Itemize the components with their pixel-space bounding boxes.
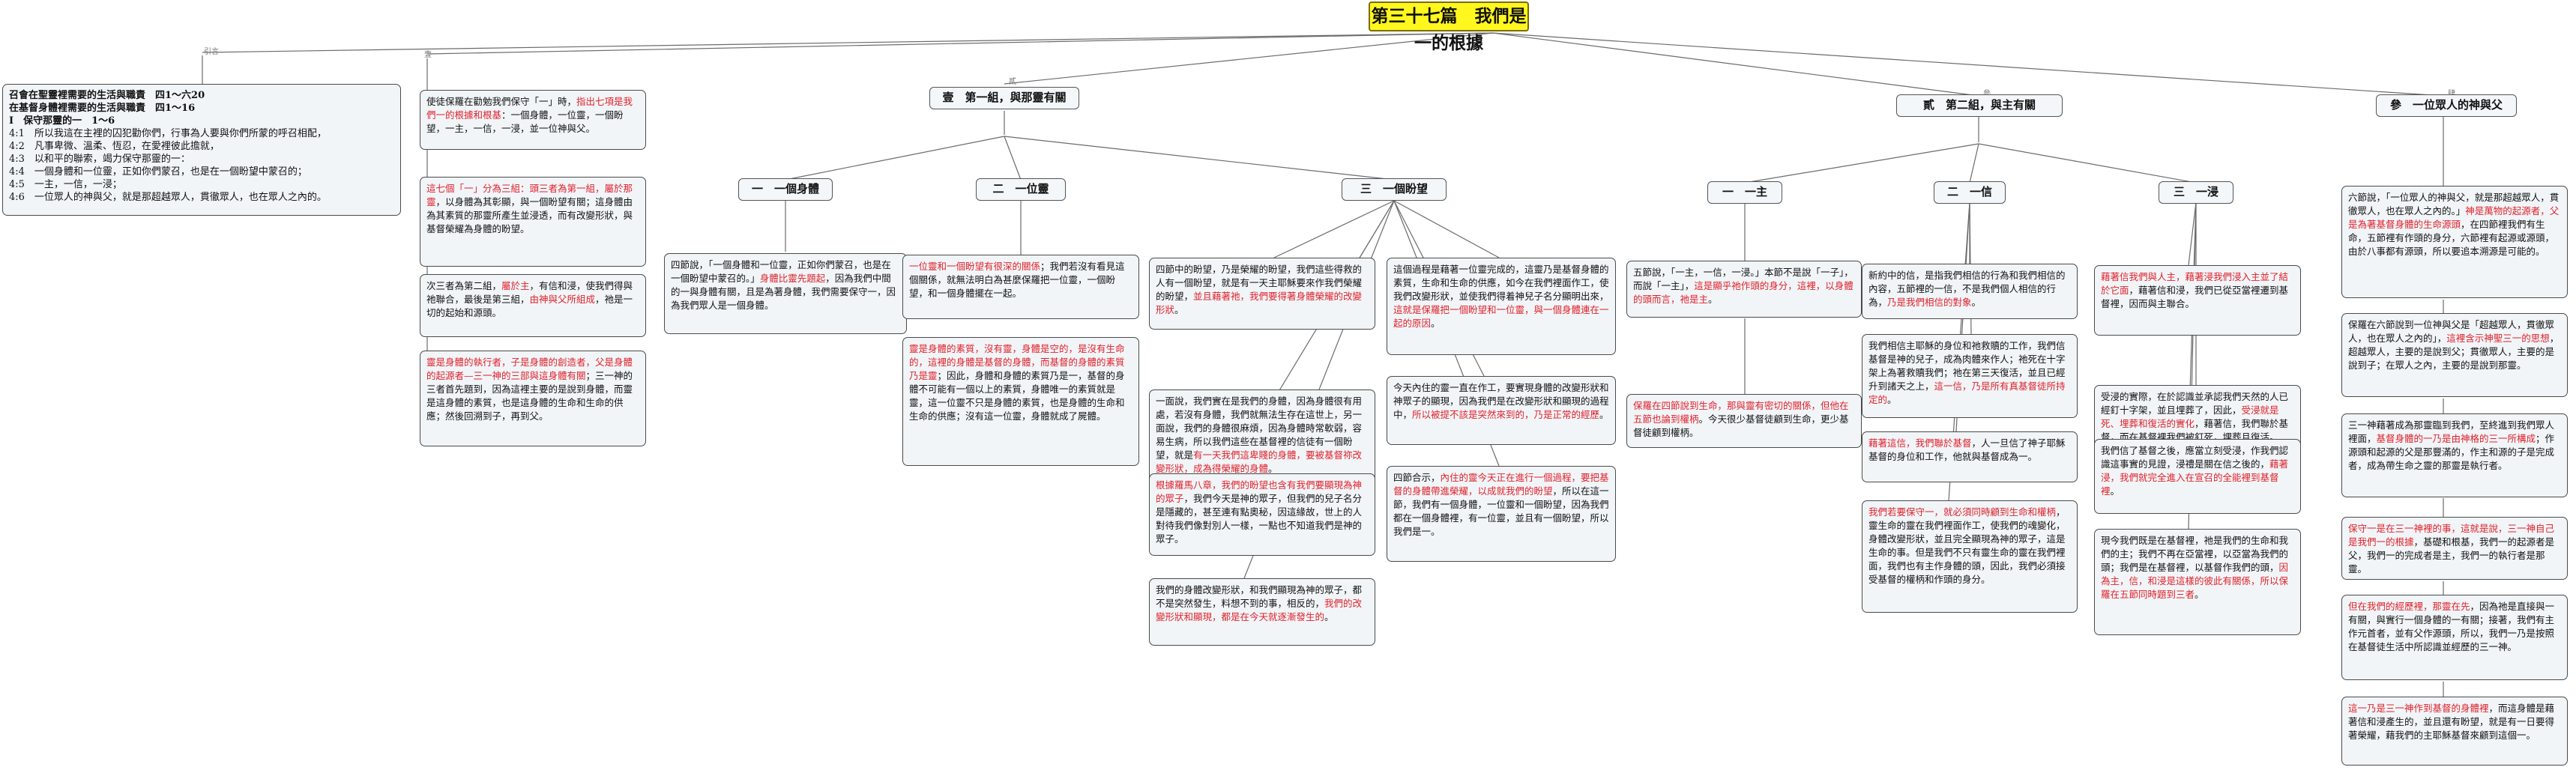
g2-lord-node-2[interactable]: 保羅在四節說到生命，那與靈有密切的關係，但他在五節也論到權柄。今天很少基督徒顧到… bbox=[1626, 394, 1862, 448]
intro-line-8: 4:5 一主，一信，一浸； bbox=[9, 179, 122, 190]
col1-node-1[interactable]: 使徒保羅在勸勉我們保守「一」時，指出七項是我們一的根據和根基：一個身體，一位靈，… bbox=[420, 90, 646, 150]
g1-spirit-node-1[interactable]: 一位靈和一個盼望有很深的關係；我們若沒有看見這個關係，就無法明白為甚麼保羅把一位… bbox=[902, 255, 1139, 319]
intro-line-5: 4:2 凡事卑微、溫柔、恆忍，在愛裡彼此擔就， bbox=[9, 141, 220, 152]
intro-line-3: Ⅰ 保守那靈的一 1～6 bbox=[9, 115, 115, 127]
g2-faith-node-3[interactable]: 藉著這信，我們聯於基督，人一旦信了神子耶穌基督的身位和工作，他就與基督成為一。 bbox=[1862, 431, 2078, 482]
g2-baptism-node-1[interactable]: 藉著信我們與人主，藉著浸我們浸入主並了結於它面，藉著信和浸，我們已從亞當裡遷到基… bbox=[2094, 265, 2301, 336]
col1-node-2[interactable]: 這七個「一」分為三組：頭三者為第一組，屬於那靈，以身體為其彰顯，與一個盼望有關；… bbox=[420, 177, 646, 267]
intro-node[interactable]: 召會在聖靈裡需要的生活與職責 四1～六20 在基督身體裡需要的生活與職責 四1～… bbox=[2, 84, 401, 216]
g3-node-5[interactable]: 但在我們的經歷裡，那靈在先，因為祂是直接與一有關，與實行一個身體的一有關；接著，… bbox=[2341, 595, 2568, 680]
g1-body-node-1[interactable]: 四節說，「一個身體和一位靈，正如你們蒙召，也是在一個盼望中蒙召的。」身體比靈先題… bbox=[664, 253, 907, 334]
group1-sub-spirit[interactable]: 二 一位靈 bbox=[976, 178, 1066, 201]
intro-line-4: 4:1 所以我這在主裡的囚犯勸你們，行事為人要與你們所蒙的呼召相配， bbox=[9, 128, 327, 139]
intro-line-6: 4:3 以和平的聯索，竭力保守那靈的一： bbox=[9, 154, 190, 165]
edge-label-c: 參 bbox=[1983, 87, 1991, 98]
intro-line-2: 在基督身體裡需要的生活與職責 四1～16 bbox=[9, 103, 196, 114]
g2-lord-node-1[interactable]: 五節說，「一主，一信，一浸。」本節不是說「一子」，而說「一主」，這是顯乎祂作頭的… bbox=[1626, 261, 1862, 318]
g1-hope-node-1[interactable]: 四節中的盼望，乃是榮耀的盼望，我們這些得救的人有一個盼望，就是有一天主耶穌要來作… bbox=[1149, 258, 1375, 330]
col1-node-3[interactable]: 次三者為第二組，屬於主，有信和浸，使我們得與祂聯合，最後是第三組，由神與父所組成… bbox=[420, 274, 646, 337]
g2-baptism-node-4[interactable]: 現今我們既是在基督裡，祂是我們的生命和我們的主；我們不再在亞當裡，以亞當為我們的… bbox=[2094, 529, 2301, 635]
group1-heading[interactable]: 壹 第一組，與那靈有關 bbox=[929, 87, 1079, 109]
edge-label-d: 肆 bbox=[2448, 87, 2455, 98]
group2-sub-lord[interactable]: 一 一主 bbox=[1707, 181, 1782, 204]
g3-node-6[interactable]: 這一乃是三一神作到基督的身體裡，而這身體是藉著信和浸產生的，並且還有盼望，就是有… bbox=[2341, 697, 2568, 766]
g3-node-4[interactable]: 保守一是在三一神裡的事，這就是說，三一神自己是我們一的根據，基礎和根基，我們一的… bbox=[2341, 517, 2568, 580]
intro-line-7: 4:4 一個身體和一位靈，正如你們蒙召，也是在一個盼望中蒙召的； bbox=[9, 166, 307, 178]
g3-node-3[interactable]: 三一神藉著成為那靈臨到我們，至終進到我們眾人裡面，基督身體的一乃是由神格的三一所… bbox=[2341, 413, 2568, 497]
g3-node-2[interactable]: 保羅在六節說到一位神與父是「超越眾人，貫徹眾人，也在眾人之內的」，這裡含示神聖三… bbox=[2341, 313, 2568, 397]
g3-node-1[interactable]: 六節說，「一位眾人的神與父，就是那超越眾人，貫徹眾人，也在眾人之內的。」神是萬物… bbox=[2341, 186, 2568, 298]
group2-heading[interactable]: 貳 第二組，與主有關 bbox=[1896, 94, 2063, 117]
g1-hope-node-5[interactable]: 這個過程是藉著一位靈完成的，這靈乃是基督身體的素質，生命和生命的供應，如今在我們… bbox=[1387, 258, 1616, 355]
group3-heading[interactable]: 參 一位眾人的神與父 bbox=[2376, 94, 2517, 117]
edge-label-b: 貳 bbox=[1009, 78, 1016, 86]
edge-label-intro: 引言 bbox=[204, 48, 219, 56]
edge-label-a: 壹 bbox=[424, 51, 432, 59]
g2-faith-node-1[interactable]: 新約中的信，是指我們相信的行為和我們相信的內容，五節裡的一信，不是我們個人相信的… bbox=[1862, 264, 2078, 319]
diagram-title: 第三十七篇 我們是一的根據 bbox=[1369, 1, 1529, 53]
group2-sub-faith[interactable]: 二 一信 bbox=[1934, 181, 2006, 204]
g1-hope-node-3[interactable]: 根據羅馬八章，我們的盼望也含有我們要顯現為神的眾子，我們今天是神的眾子，但我們的… bbox=[1149, 473, 1375, 556]
g2-faith-node-4[interactable]: 我們若要保守一，就必須同時顧到生命和權柄，靈生命的靈在我們裡面作工，使我們的魂變… bbox=[1862, 500, 2078, 613]
g1-hope-node-7[interactable]: 四節合示，內住的靈今天正在進行一個過程，要把基督的身體帶進榮耀，以成就我們的盼望… bbox=[1387, 466, 1616, 562]
group2-sub-baptism[interactable]: 三 一浸 bbox=[2159, 181, 2233, 204]
g2-faith-node-2[interactable]: 我們相信主耶穌的身位和祂救贖的工作，我們信基督是神的兒子，成為肉體來作人；祂死在… bbox=[1862, 334, 2078, 418]
intro-line-9: 4:6 一位眾人的神與父，就是那超越眾人，貫徹眾人，也在眾人之內的。 bbox=[9, 192, 327, 203]
g1-hope-node-4[interactable]: 我們的身體改變形狀，和我們顯現為神的眾子，都不是突然發生，料想不到的事，相反的，… bbox=[1149, 578, 1375, 646]
g1-hope-node-6[interactable]: 今天內住的靈一直在作工，要實現身體的改變形狀和神眾子的顯現，因為我們是在改變形狀… bbox=[1387, 376, 1616, 445]
g2-baptism-node-3[interactable]: 我們信了基督之後，應當立刻受浸，作我們認識這事實的見證，浸禮是關在信之後的，藉著… bbox=[2094, 439, 2301, 514]
g1-spirit-node-2[interactable]: 靈是身體的素質，沒有靈，身體是空的，是沒有生命的，這裡的身體是基督的身體，而基督… bbox=[902, 337, 1139, 466]
group1-sub-body[interactable]: 一 一個身體 bbox=[738, 178, 833, 201]
intro-line-1: 召會在聖靈裡需要的生活與職責 四1～六20 bbox=[9, 90, 205, 101]
group1-sub-hope[interactable]: 三 一個盼望 bbox=[1342, 178, 1447, 201]
col1-node-4[interactable]: 靈是身體的執行者，子是身體的創造者，父是身體的起源者—三一神的三部與這身體有關；… bbox=[420, 351, 646, 446]
